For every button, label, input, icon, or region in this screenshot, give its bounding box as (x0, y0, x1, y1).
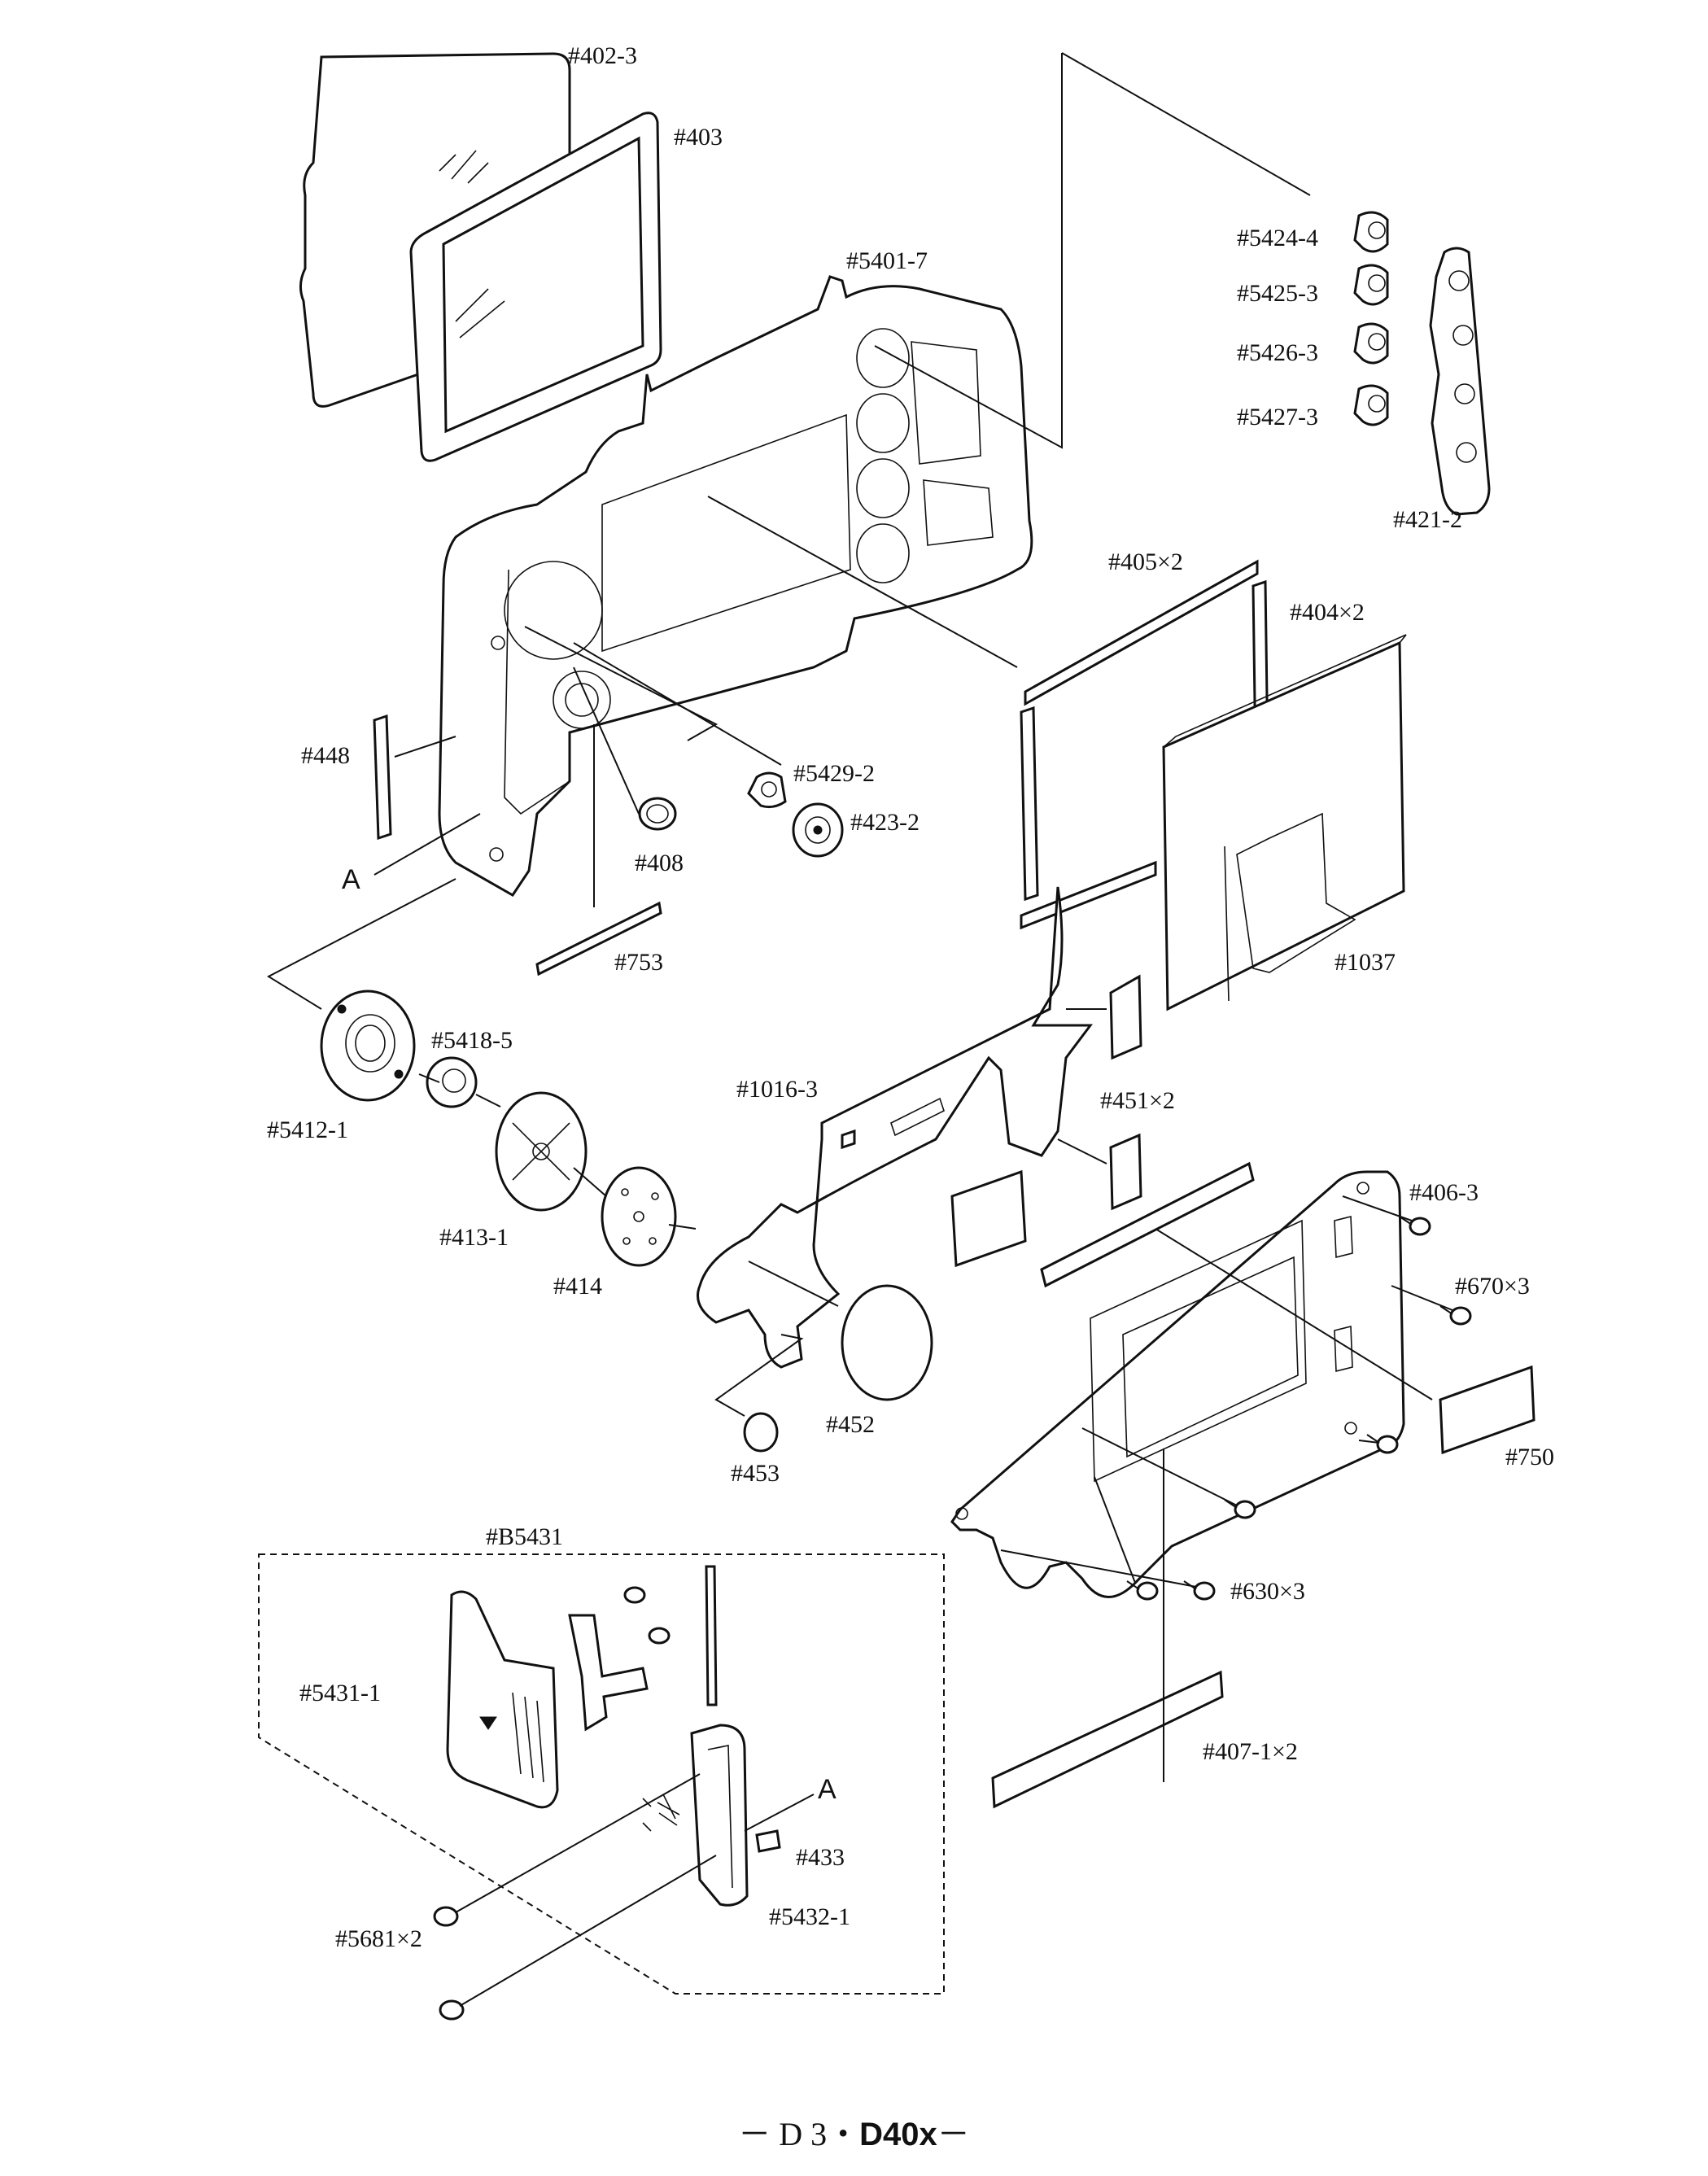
label-5431-1: #5431-1 (299, 1680, 381, 1706)
label-407-1x2: #407-1×2 (1203, 1738, 1298, 1765)
pin-part (705, 1565, 718, 1706)
label-423-2: #423-2 (850, 809, 920, 836)
part-414 (601, 1166, 677, 1267)
assembly-box-b5431 (258, 1553, 945, 1995)
label-5427-3: #5427-3 (1237, 404, 1318, 430)
label-630x3: #630×3 (1230, 1578, 1305, 1605)
page-footer-suffix: － (937, 2116, 970, 2152)
label-5424-4: #5424-4 (1237, 225, 1318, 251)
part-406-3 (1040, 1161, 1255, 1288)
rear-buttons-part (1353, 211, 1389, 426)
button-plate-part (1429, 247, 1491, 516)
model-name: D40x (859, 2117, 937, 2152)
label-5401-7: #5401-7 (846, 247, 928, 274)
label-a-1: A (342, 864, 360, 895)
label-402-3: #402-3 (568, 42, 637, 69)
part-453 (743, 1412, 779, 1453)
part-423-2 (792, 802, 844, 858)
label-5425-3: #5425-3 (1237, 280, 1318, 307)
part-451 (1109, 974, 1142, 1211)
label-405x2: #405×2 (1108, 548, 1183, 575)
strip-405-part (1020, 559, 1259, 930)
part-5418-5 (426, 1056, 478, 1108)
rear-cover-part (438, 275, 1033, 897)
part-5412-1 (320, 990, 416, 1102)
label-452: #452 (826, 1411, 875, 1438)
label-b5431: #B5431 (486, 1523, 563, 1550)
leader-lines (266, 52, 1453, 2007)
label-a-2: A (818, 1774, 837, 1805)
part-407-1 (991, 1670, 1224, 1809)
hinge-part (568, 1586, 671, 1732)
label-413-1: #413-1 (439, 1224, 509, 1251)
part-448 (373, 714, 392, 841)
label-453: #453 (731, 1460, 780, 1487)
part-5429-2 (747, 771, 787, 809)
label-433: #433 (796, 1844, 845, 1871)
part-753 (535, 901, 662, 977)
label-670x3: #670×3 (1455, 1273, 1530, 1300)
part-750 (1439, 1365, 1535, 1455)
part-408 (638, 797, 677, 831)
part-413-1 (495, 1091, 588, 1212)
label-408: #408 (635, 850, 684, 876)
label-403: #403 (674, 124, 723, 151)
label-750: #750 (1505, 1444, 1554, 1470)
lcd-frame-part (409, 111, 662, 462)
label-5412-1: #5412-1 (267, 1116, 348, 1143)
card-cover-part (446, 1590, 559, 1809)
page-footer: － D 3・D40x－ (0, 2108, 1708, 2155)
lcd-module-part (1162, 634, 1407, 1012)
label-451x2: #451×2 (1100, 1087, 1175, 1114)
label-5418-5: #5418-5 (431, 1027, 513, 1054)
label-406-3: #406-3 (1409, 1179, 1479, 1206)
label-404x2: #404×2 (1290, 599, 1365, 626)
latch-part (642, 1724, 781, 1907)
label-421-2: #421-2 (1393, 506, 1462, 533)
label-1037: #1037 (1335, 949, 1396, 976)
page-number: － D 3・ (738, 2116, 860, 2152)
label-5429-2: #5429-2 (793, 760, 875, 787)
label-414: #414 (553, 1273, 602, 1300)
part-452 (841, 1284, 933, 1401)
label-5426-3: #5426-3 (1237, 339, 1318, 366)
screw-5681 (433, 1906, 465, 2021)
label-753: #753 (614, 949, 663, 976)
label-448: #448 (301, 742, 350, 769)
label-5681x2: #5681×2 (335, 1925, 422, 1952)
label-5432-1: #5432-1 (769, 1903, 850, 1930)
label-1016-3: #1016-3 (736, 1076, 818, 1103)
part-labels: #402-3 #403 #5401-7 #5424-4 #5425-3 #542… (267, 42, 1554, 1952)
flex-board-part (697, 886, 1093, 1369)
